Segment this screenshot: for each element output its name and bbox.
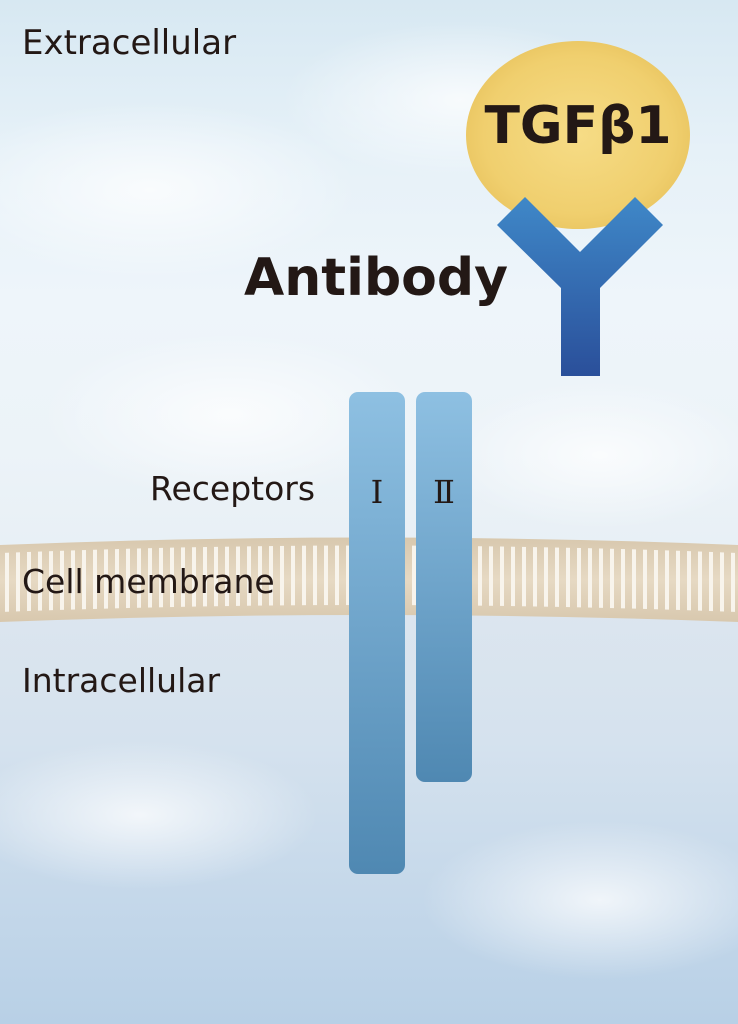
- ligand-tgfb1: [466, 41, 690, 229]
- receptors-label: Receptors: [150, 469, 316, 508]
- receptor-2-label: Ⅱ: [433, 473, 455, 511]
- background-haze: [0, 740, 320, 890]
- extracellular-label: Extracellular: [22, 23, 237, 63]
- intracellular-label: Intracellular: [22, 661, 221, 700]
- receptor-1-label: Ⅰ: [370, 473, 384, 511]
- antibody-label: Antibody: [244, 248, 509, 308]
- background-haze: [420, 820, 738, 980]
- cell-membrane-label: Cell membrane: [22, 562, 275, 601]
- receptor-1: [349, 392, 405, 874]
- antibody-y-shape: [497, 197, 663, 376]
- ligand-label: TGFβ1: [484, 96, 672, 156]
- background-haze: [440, 380, 738, 530]
- receptor-2: [416, 392, 472, 782]
- antibody-body: [497, 197, 663, 376]
